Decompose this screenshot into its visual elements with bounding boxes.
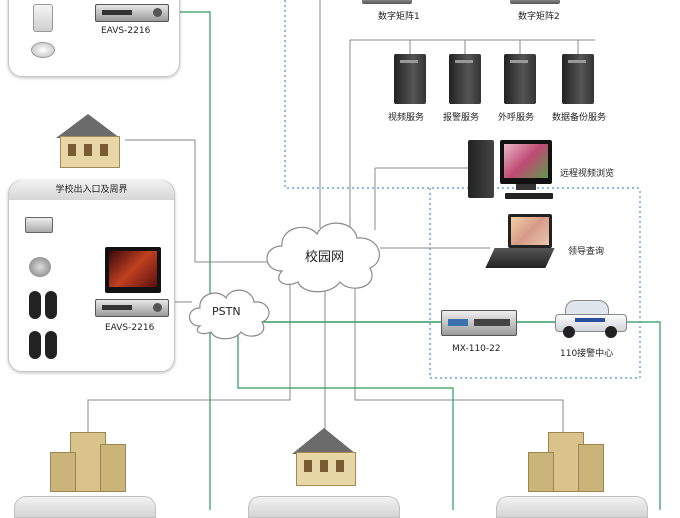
dvr-device-icon	[95, 299, 169, 317]
monitor-icon	[105, 247, 161, 293]
server-label: 数据备份服务	[552, 113, 607, 123]
laptop-icon	[508, 214, 552, 248]
beam-sensor-icon	[45, 331, 57, 359]
matrix1-label: 数字矩阵1	[378, 12, 420, 22]
building-icon	[528, 432, 608, 492]
alarm-center-label: 110接警中心	[560, 349, 614, 359]
matrix2-device-icon	[510, 0, 560, 4]
matrix2-label: 数字矩阵2	[518, 12, 560, 22]
leader-query-label: 领导查询	[568, 247, 605, 257]
monitor-stand	[516, 184, 536, 190]
server-icon-video	[394, 54, 426, 104]
alarm-receiver-icon	[441, 310, 517, 336]
school-panel-title: 学校出入口及周界	[9, 180, 174, 200]
campus-net-label: 校园网	[305, 250, 345, 265]
sensor-icon	[33, 4, 53, 32]
alarm-device-label: MX-110-22	[452, 344, 501, 354]
dome-camera-icon	[29, 257, 51, 277]
dvr-device-icon	[95, 4, 169, 22]
remote-view-label: 远程视频浏览	[560, 169, 615, 179]
server-icon-callout	[504, 54, 536, 104]
alarm-zone-border	[429, 188, 641, 379]
building-icon	[50, 432, 130, 492]
police-car-icon	[555, 300, 627, 338]
server-icon-backup	[562, 54, 594, 104]
school-gate-panel: 学校出入口及周界 EAVS-2216	[8, 180, 175, 372]
beam-sensor-icon	[29, 331, 41, 359]
server-icon-alarm	[449, 54, 481, 104]
server-label: 外呼服务	[498, 113, 535, 123]
bottom-tab-right	[496, 496, 648, 518]
top-left-panel: EAVS-2216	[8, 0, 180, 77]
camera-icon	[25, 217, 53, 233]
server-label: 报警服务	[443, 113, 480, 123]
campus-net-cloud	[266, 222, 380, 293]
house-icon	[48, 114, 128, 170]
beam-sensor-icon	[29, 291, 41, 319]
matrix1-device-icon	[362, 0, 412, 4]
bottom-tab-center	[248, 496, 400, 518]
server-label: 视频服务	[388, 113, 425, 123]
laptop-keyboard	[485, 248, 555, 268]
house-icon	[284, 428, 364, 488]
top-dvr-label: EAVS-2216	[101, 26, 151, 36]
beam-sensor-icon	[45, 291, 57, 319]
bottom-tab-left	[14, 496, 156, 518]
pstn-label: PSTN	[212, 305, 241, 318]
keyboard-icon	[505, 193, 553, 199]
pstn-cloud	[188, 289, 270, 340]
smoke-detector-icon	[31, 42, 55, 58]
monitor-icon	[500, 140, 552, 184]
pc-tower-icon	[468, 140, 494, 198]
school-dvr-label: EAVS-2216	[105, 323, 155, 333]
